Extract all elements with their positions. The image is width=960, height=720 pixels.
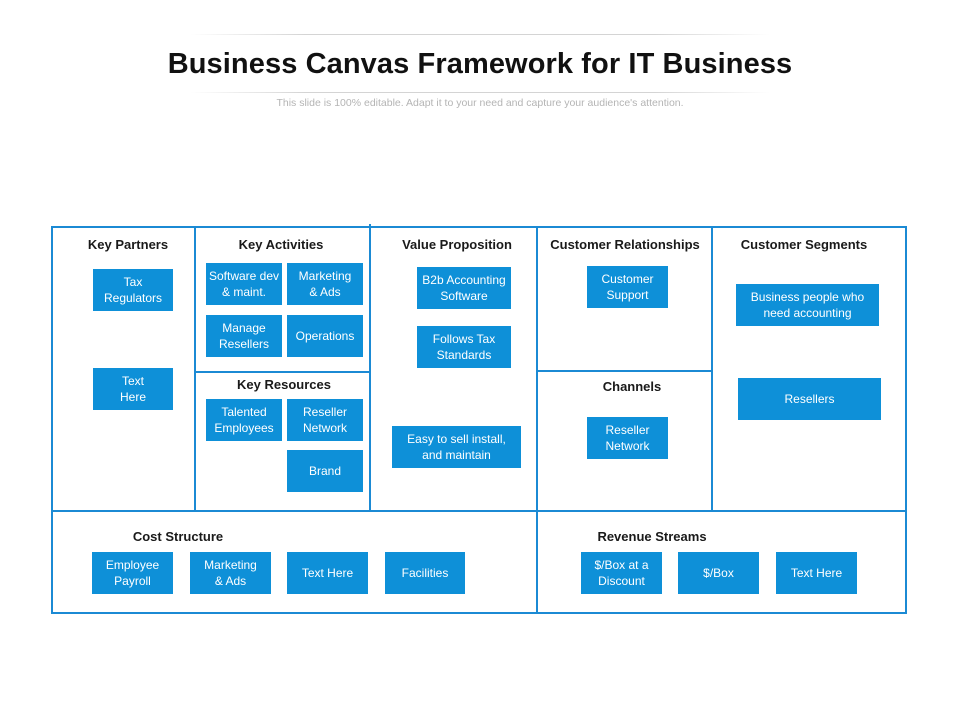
value-proposition-box: Easy to sell install,and maintain bbox=[392, 426, 521, 468]
revenue-stream-box: $/Box bbox=[678, 552, 759, 594]
revenue-stream-box: Text Here bbox=[776, 552, 857, 594]
title-rule-top bbox=[190, 34, 770, 35]
customer-segment-box: Resellers bbox=[738, 378, 881, 420]
canvas-border-bottom bbox=[51, 612, 907, 614]
canvas-border-right bbox=[905, 226, 907, 614]
value-proposition-heading: Value Proposition bbox=[402, 237, 512, 252]
divider-value-relationships bbox=[536, 226, 538, 614]
divider-relationships-segments bbox=[711, 226, 713, 512]
key-partners-heading: Key Partners bbox=[87, 237, 169, 252]
divider-partners-activities bbox=[194, 226, 196, 512]
key-resources-heading: Key Resources bbox=[237, 377, 331, 392]
cost-structure-box: Facilities bbox=[385, 552, 465, 594]
key-activities-heading: Key Activities bbox=[238, 237, 324, 252]
cost-structure-heading: Cost Structure bbox=[132, 529, 224, 544]
customer-segments-heading: Customer Segments bbox=[740, 237, 868, 252]
divider-activities-value bbox=[369, 224, 371, 512]
canvas-border-top bbox=[51, 226, 907, 228]
divider-cost-revenue bbox=[51, 510, 907, 512]
page-title: Business Canvas Framework for IT Busines… bbox=[167, 48, 793, 80]
cost-structure-box: Marketing& Ads bbox=[190, 552, 271, 594]
canvas-border-left bbox=[51, 226, 53, 614]
page-subtitle: This slide is 100% editable. Adapt it to… bbox=[276, 97, 684, 109]
key-activity-box: Operations bbox=[287, 315, 363, 357]
key-activity-box: Marketing& Ads bbox=[287, 263, 363, 305]
customer-relationships-heading: Customer Relationships bbox=[550, 237, 700, 252]
key-resource-box: Brand bbox=[287, 450, 363, 492]
key-activity-box: Software dev& maint. bbox=[206, 263, 282, 305]
divider-relationships-channels bbox=[537, 370, 713, 372]
revenue-streams-heading: Revenue Streams bbox=[597, 529, 707, 544]
title-rule-bottom bbox=[190, 92, 770, 93]
divider-activities-resources bbox=[195, 371, 371, 373]
cost-structure-box: Text Here bbox=[287, 552, 368, 594]
channels-heading: Channels bbox=[602, 379, 662, 394]
